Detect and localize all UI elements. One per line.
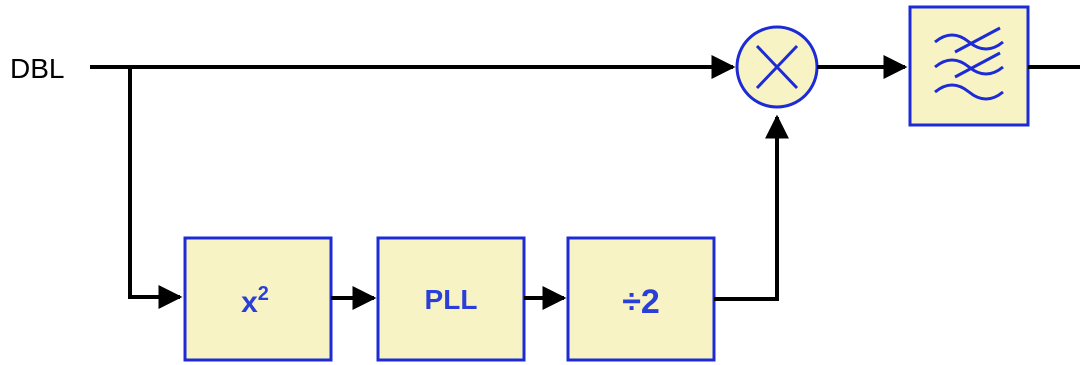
mixer bbox=[735, 25, 819, 109]
signal-line-branch bbox=[128, 67, 183, 309]
bandpass-filter-icon bbox=[934, 26, 1004, 101]
pll-block-label: PLL bbox=[425, 284, 478, 315]
square-block: x2 bbox=[183, 236, 333, 362]
pll-block: PLL bbox=[376, 236, 526, 362]
multiply-icon bbox=[755, 44, 799, 90]
square-block-label: x2 bbox=[241, 283, 269, 319]
signal-line-divider-to-mixer bbox=[714, 114, 789, 301]
divider-block: ÷2 bbox=[566, 236, 716, 362]
filter-block bbox=[908, 5, 1030, 127]
divider-block-label: ÷2 bbox=[622, 283, 660, 321]
input-label: DBL bbox=[10, 53, 64, 84]
